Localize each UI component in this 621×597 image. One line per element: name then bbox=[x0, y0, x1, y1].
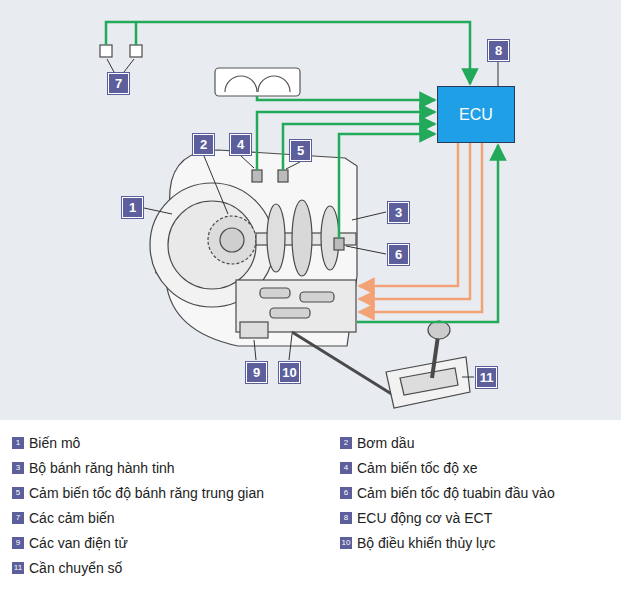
key-text: Biến mô bbox=[29, 434, 80, 452]
callout-number: 4 bbox=[230, 134, 251, 155]
leader-line bbox=[144, 208, 172, 214]
oil-pump-core bbox=[220, 228, 244, 252]
lever-base bbox=[386, 357, 470, 408]
key-number: 8 bbox=[340, 512, 352, 524]
meter-panel bbox=[215, 68, 300, 96]
sensor-wire bbox=[283, 124, 435, 170]
leader-line bbox=[498, 62, 499, 86]
key-text: Cảm biến tốc độ tuabin đầu vào bbox=[357, 484, 555, 502]
sensor-wire bbox=[339, 134, 435, 238]
sensor-square bbox=[130, 45, 142, 57]
callout-number: 6 bbox=[388, 244, 409, 265]
sensor-drawing bbox=[100, 45, 142, 57]
leader-line bbox=[462, 377, 474, 378]
leader-line bbox=[346, 246, 386, 254]
control-wire bbox=[359, 143, 482, 312]
signal-lines bbox=[106, 22, 498, 322]
key-text: Bơm dầu bbox=[357, 434, 414, 452]
key-number: 7 bbox=[12, 512, 24, 524]
leader-line bbox=[204, 156, 228, 214]
key-text: Các cảm biến bbox=[29, 509, 115, 527]
sensor-wire bbox=[106, 22, 470, 84]
speed-sensor bbox=[278, 170, 288, 182]
control-wire bbox=[359, 143, 470, 299]
planetary-gear bbox=[267, 204, 285, 272]
node-label: ECU bbox=[453, 105, 499, 125]
lever-gate bbox=[400, 368, 458, 395]
callout-number: 9 bbox=[246, 362, 267, 383]
callout-number: 5 bbox=[290, 140, 311, 161]
key-text: Bộ bánh răng hành tinh bbox=[29, 459, 175, 477]
callout-number: 7 bbox=[108, 73, 129, 94]
oil-pump bbox=[208, 216, 256, 264]
sensor-wire bbox=[257, 96, 435, 100]
key-number: 4 bbox=[340, 462, 352, 474]
solenoid-valve bbox=[240, 322, 268, 338]
sensor-wire bbox=[257, 112, 435, 170]
key-text: Cần chuyển số bbox=[29, 559, 122, 577]
callout-number: 1 bbox=[122, 197, 143, 218]
callout-number: 2 bbox=[193, 134, 214, 155]
callout-number: 11 bbox=[476, 367, 497, 388]
key-number: 10 bbox=[340, 537, 352, 549]
key-text: Cảm biến tốc độ xe bbox=[357, 459, 478, 477]
leader-line bbox=[289, 334, 292, 360]
meter-dial bbox=[258, 76, 290, 92]
leader-line bbox=[241, 156, 254, 168]
key-number: 1 bbox=[12, 437, 24, 449]
callout-number: 3 bbox=[388, 202, 409, 223]
lever-stalk bbox=[432, 336, 438, 378]
callout-number: 10 bbox=[279, 362, 300, 383]
leader-line bbox=[254, 340, 256, 360]
leader-line bbox=[286, 162, 300, 169]
shift-lever-drawing bbox=[292, 321, 470, 408]
speedometer-drawing bbox=[215, 68, 300, 96]
key-number: 6 bbox=[340, 487, 352, 499]
key-text: Cảm biến tốc độ bánh răng trung gian bbox=[29, 484, 264, 502]
meter-dial bbox=[225, 76, 257, 92]
sensor-wire bbox=[135, 22, 138, 45]
leader-line bbox=[124, 59, 134, 72]
background-panel bbox=[0, 0, 621, 420]
shift-cable bbox=[292, 332, 398, 398]
transmission-drawing bbox=[150, 150, 357, 346]
key-number: 5 bbox=[12, 487, 24, 499]
key-number: 2 bbox=[340, 437, 352, 449]
solenoid-valve bbox=[300, 292, 334, 302]
speed-sensor bbox=[334, 238, 344, 250]
solenoid-valve bbox=[270, 308, 310, 318]
key-number: 11 bbox=[12, 562, 24, 574]
solenoid-valve bbox=[260, 288, 290, 298]
key-text: ECU động cơ và ECT bbox=[357, 509, 492, 527]
key-number: 9 bbox=[12, 537, 24, 549]
sensor-wire bbox=[357, 145, 498, 322]
leader-line bbox=[352, 212, 386, 220]
torque-converter-inner bbox=[168, 201, 256, 289]
key-text: Bộ điều khiển thủy lực bbox=[357, 534, 496, 552]
ecu-box: ECU bbox=[437, 86, 515, 143]
callout-number: 8 bbox=[488, 40, 509, 61]
sensor-square bbox=[100, 45, 112, 57]
planetary-gear bbox=[292, 200, 312, 276]
key-text: Các van điện tử bbox=[29, 534, 128, 552]
speed-sensor bbox=[252, 170, 262, 182]
lever-knob bbox=[428, 321, 450, 339]
key-number: 3 bbox=[12, 462, 24, 474]
leader-line bbox=[107, 59, 114, 72]
